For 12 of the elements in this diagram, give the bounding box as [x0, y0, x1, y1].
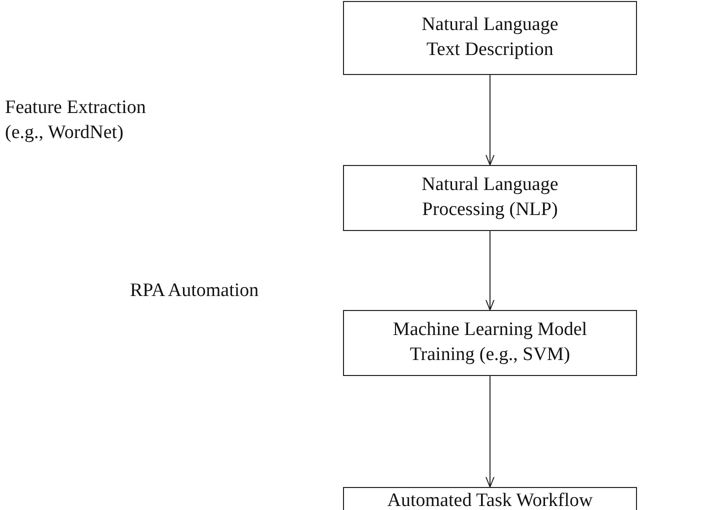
annotation-label: Feature Extraction (e.g., WordNet)	[5, 96, 147, 145]
box-label: Automated Task Workflow	[387, 489, 593, 510]
process-box	[343, 310, 637, 376]
process-box	[343, 1, 637, 75]
box-label: Natural Language Text Description	[420, 13, 560, 62]
arrow	[486, 74, 494, 166]
arrow	[486, 376, 494, 488]
box-label: Natural Language Processing (NLP)	[420, 173, 560, 222]
annotation-label: RPA Automation	[130, 279, 260, 303]
process-box	[343, 165, 637, 231]
arrow	[486, 230, 494, 310]
box-label: Machine Learning Model Training (e.g., SVM)	[392, 318, 588, 367]
